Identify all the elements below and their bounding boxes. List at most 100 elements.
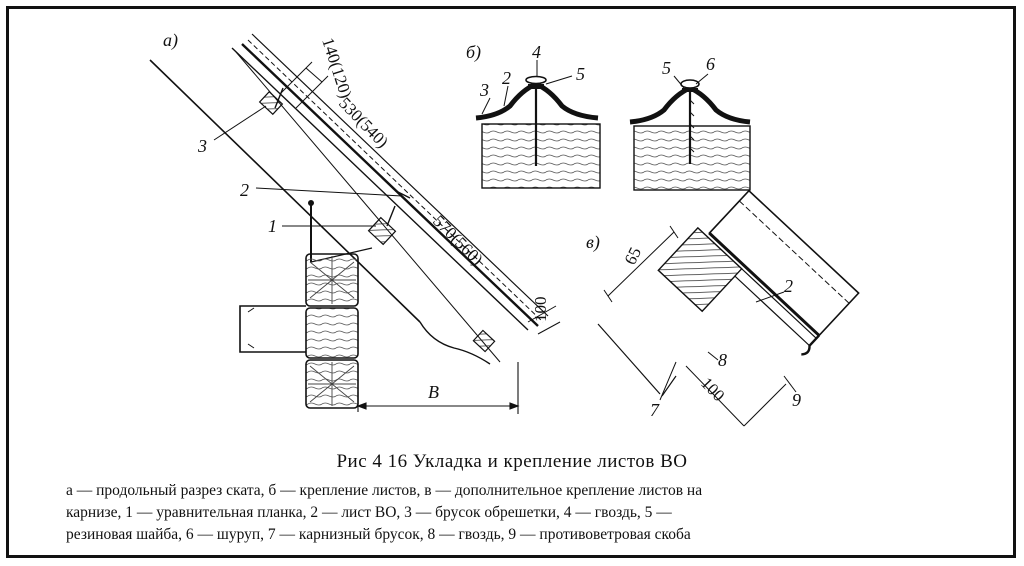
callout-b-6: 6 (706, 54, 715, 74)
panel-a: а) (149, 30, 561, 414)
batten-top (258, 90, 284, 116)
leader-c8 (707, 351, 719, 361)
caption-line-2: карнизе, 1 — уравнительная планка, 2 — л… (66, 504, 672, 521)
callout-c-8: 8 (718, 350, 727, 370)
panel-b-right (629, 79, 751, 191)
nail-middle (386, 205, 396, 227)
dim-100c-line (685, 365, 745, 427)
joist-break (247, 307, 255, 349)
log-1-cracks (308, 256, 356, 304)
leader-c7 (659, 361, 677, 401)
callout-c-7: 7 (650, 400, 660, 420)
leader-b3 (481, 97, 491, 115)
panel-c-assembly (657, 189, 860, 356)
callout-b-4: 4 (532, 42, 541, 62)
wind-clip (801, 334, 820, 356)
callout-b-3: 3 (479, 80, 489, 100)
figure-frame (6, 6, 1016, 558)
sheet-dashed-line (247, 39, 544, 323)
roof-slope (149, 33, 549, 365)
eave-batten (657, 226, 743, 313)
dim-65-text: 65 (621, 244, 646, 268)
callout-b-5: 5 (576, 64, 585, 84)
sheet-outer-line (251, 33, 549, 317)
panel-b-left-leaders (481, 60, 573, 115)
log-wall (239, 253, 359, 409)
batten-nails (274, 87, 396, 227)
leader-b2 (503, 85, 509, 107)
batten-eave (472, 329, 496, 353)
log-2 (305, 307, 359, 359)
eave-break-line (419, 321, 491, 365)
leader-b6 (695, 73, 709, 85)
panel-c-outline (597, 323, 677, 397)
callout-a-2: 2 (240, 180, 249, 200)
dim-top-line (305, 67, 323, 83)
panel-c: в) 65 100 (586, 189, 860, 427)
panel-c-leaders (659, 291, 797, 401)
callout-a-1: 1 (268, 216, 277, 236)
wood-batten-right (633, 125, 751, 191)
outline-lower (597, 323, 661, 395)
dim-140: 140(120) (318, 35, 355, 100)
callout-b-2: 2 (502, 68, 511, 88)
leveling-strip (308, 200, 373, 263)
dim-top-ext1 (279, 61, 313, 95)
dim-tick-mid (397, 191, 411, 199)
strip-post-head (308, 200, 314, 206)
panel-b: б) 3 2 4 5 (466, 42, 751, 191)
dim-65-line (607, 231, 675, 297)
leader-2 (255, 187, 403, 197)
dim-top-ext2 (295, 75, 329, 109)
rubber-gasket-left (528, 84, 544, 89)
rafter-top-line (231, 47, 529, 331)
dim-top (279, 61, 329, 109)
dim-eave-ext1 (527, 305, 557, 323)
roof-sheet-line (241, 43, 539, 327)
dim-100c-ext (743, 383, 787, 427)
wood-batten-left (481, 123, 601, 189)
dim-100-eave: 100 (531, 297, 550, 323)
leader-b5 (545, 75, 573, 85)
caption-line-1: а — продольный разрез ската, б — креплен… (66, 482, 703, 499)
dim-65-tick2 (669, 225, 679, 239)
rubber-gasket-right (682, 88, 698, 92)
outline-bottom (661, 375, 677, 397)
leader-b5-right (673, 75, 685, 89)
figure-caption-legend: а — продольный разрез ската, б — креплен… (66, 480, 936, 546)
caption-line-3: резиновая шайба, 6 — шуруп, 7 — карнизны… (66, 526, 691, 543)
rafter-bottom-line (149, 59, 421, 323)
batten-middle (367, 216, 397, 246)
dim-530: 530(540) (335, 94, 392, 152)
dim-570: 570(560) (429, 211, 487, 269)
callout-a-3: 3 (197, 136, 207, 156)
dim-100c-text: 100 (697, 374, 728, 406)
screw-thread (689, 99, 695, 153)
leader-3 (213, 105, 267, 141)
callout-b-5-right: 5 (662, 58, 671, 78)
dim-eave (527, 305, 561, 335)
callout-c-2: 2 (784, 276, 793, 296)
panel-a-leaders (213, 105, 403, 227)
panel-a-label: а) (163, 30, 178, 51)
figure-caption-title: Рис 4 16 Укладка и крепление листов ВО (336, 451, 688, 472)
ceiling-joist (239, 305, 306, 353)
dim-65-tick1 (603, 289, 613, 303)
sheet-edge (708, 232, 821, 337)
dim-eave-ext2 (537, 321, 561, 335)
roof-block-dash (739, 200, 850, 304)
callout-c-9: 9 (792, 390, 801, 410)
log-3-cracks (308, 362, 356, 406)
panel-b-left (475, 75, 601, 189)
panel-c-label: в) (586, 232, 600, 253)
dim-base (356, 362, 520, 414)
leader-c2 (755, 291, 785, 303)
dim-65 (603, 225, 679, 303)
dim-b: B (428, 382, 439, 402)
panel-b-right-leaders (673, 73, 709, 89)
leader-c9 (783, 375, 797, 393)
nail-top (274, 87, 284, 109)
washer-left (525, 75, 547, 85)
dim-100c (685, 365, 787, 427)
